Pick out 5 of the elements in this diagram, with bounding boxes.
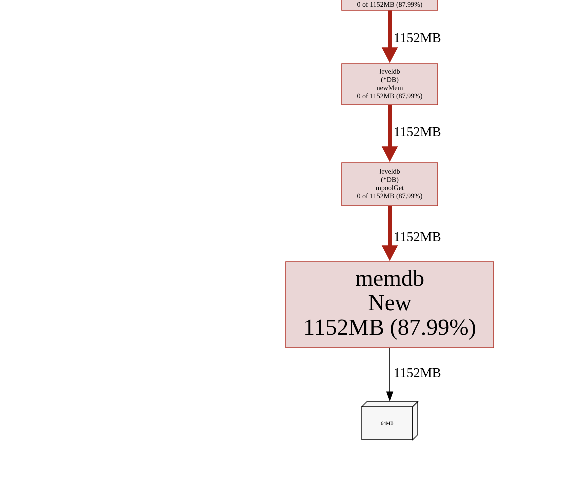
edge-label: 1152MB (393, 368, 442, 378)
function-box: memdb New 1152MB (87.99%) (286, 262, 494, 348)
edge-label: 1152MB (393, 32, 442, 44)
edge-label: 1152MB (393, 232, 442, 242)
edge-label: 1152MB (393, 126, 442, 138)
